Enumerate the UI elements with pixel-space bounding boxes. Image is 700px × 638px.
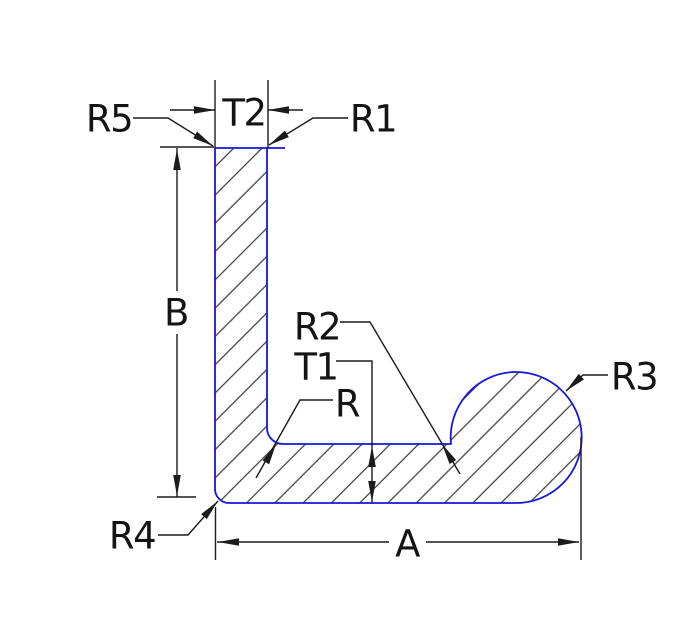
t2-arrowhead-right xyxy=(268,106,289,114)
label-a: A xyxy=(395,523,420,566)
label-r1: R1 xyxy=(350,98,396,141)
label-r: R xyxy=(335,383,360,426)
a-arrowhead-right xyxy=(558,538,579,546)
label-r3: R3 xyxy=(611,356,657,399)
label-r5: R5 xyxy=(86,98,132,141)
r2-leader xyxy=(340,321,461,475)
r4-leader xyxy=(158,500,219,536)
t2-arrowhead-left xyxy=(194,106,215,114)
label-b: B xyxy=(164,292,188,335)
label-t2: T2 xyxy=(221,92,265,135)
b-arrowhead-bottom xyxy=(173,475,181,496)
label-r2: R2 xyxy=(294,306,340,349)
dimension-labels: R5 T2 R1 B R2 T1 R R3 R4 A xyxy=(86,92,659,566)
a-arrowhead-left xyxy=(218,538,239,546)
label-t1: T1 xyxy=(293,346,337,389)
profile-outline xyxy=(214,147,583,504)
label-r4: R4 xyxy=(109,515,155,558)
r5-leader xyxy=(133,117,214,147)
b-arrowhead-top xyxy=(173,149,181,170)
r1-leader xyxy=(268,117,348,146)
r1-arrowhead xyxy=(266,130,289,149)
